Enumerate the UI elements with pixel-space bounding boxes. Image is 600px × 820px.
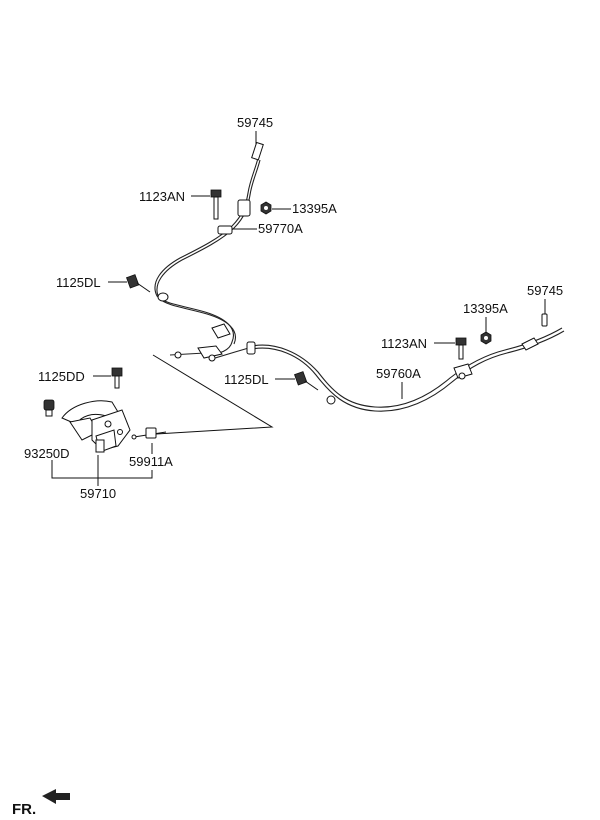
rear-cable-59760a: [246, 313, 565, 412]
rear-cable-bracket: [453, 363, 473, 379]
label-59760a: 59760A: [376, 366, 421, 381]
rear-cable-bracket-hole: [458, 372, 466, 380]
nut-13395a-right: [480, 331, 492, 345]
label-59745-right: 59745: [527, 283, 563, 298]
rear-cable-end-fitting: [521, 337, 539, 351]
cable-clip-59911a: [131, 427, 167, 440]
fr-orientation-label: FR.: [12, 801, 36, 818]
rear-cable-grommet: [326, 395, 336, 405]
clip-59745-right: [541, 313, 548, 327]
equalizer-bracket: [197, 345, 223, 359]
label-59911a: 59911A: [129, 454, 173, 469]
cable-bracket-top: [237, 199, 251, 217]
pedal-hole: [117, 429, 123, 435]
equalizer-end: [174, 351, 182, 359]
pedal-bracket-foot: [95, 439, 105, 453]
label-1125dl-left: 1125DL: [56, 275, 101, 290]
front-direction-arrow-icon: [42, 789, 70, 804]
label-59770a: 59770A: [258, 221, 303, 236]
switch-93250d: [43, 399, 55, 417]
bolt-1125dl-left: [126, 274, 151, 293]
equalizer-joint: [208, 354, 216, 362]
label-1125dl-mid: 1125DL: [224, 372, 269, 387]
bolt-1125dl-mid: [294, 371, 319, 391]
label-1125dd: 1125DD: [38, 369, 85, 384]
label-13395a-top: 13395A: [292, 201, 337, 216]
cable-equalizer: [169, 345, 253, 362]
clip-59745-top: [251, 141, 264, 161]
cable-mount-front: [211, 323, 231, 339]
front-cable-59770a: [154, 141, 264, 355]
bolt-1125dd: [111, 367, 123, 389]
pedal-pivot: [104, 420, 112, 428]
leader-lines: [51, 131, 546, 486]
bolt-1123an-right: [455, 337, 467, 360]
cable-grommet-left: [157, 292, 169, 302]
cable-bracket-lower: [217, 225, 233, 235]
rear-cable-front-end: [246, 341, 256, 355]
label-1123an-top: 1123AN: [139, 189, 185, 204]
bolt-1123an-top: [210, 189, 222, 220]
nut-13395a-top: [260, 201, 272, 215]
parking-brake-pedal-assembly-59710: [61, 400, 131, 453]
label-59710: 59710: [80, 486, 116, 501]
label-1123an-right: 1123AN: [381, 336, 427, 351]
label-93250d: 93250D: [24, 446, 70, 461]
label-59745-top: 59745: [237, 115, 273, 130]
label-13395a-right: 13395A: [463, 301, 508, 316]
